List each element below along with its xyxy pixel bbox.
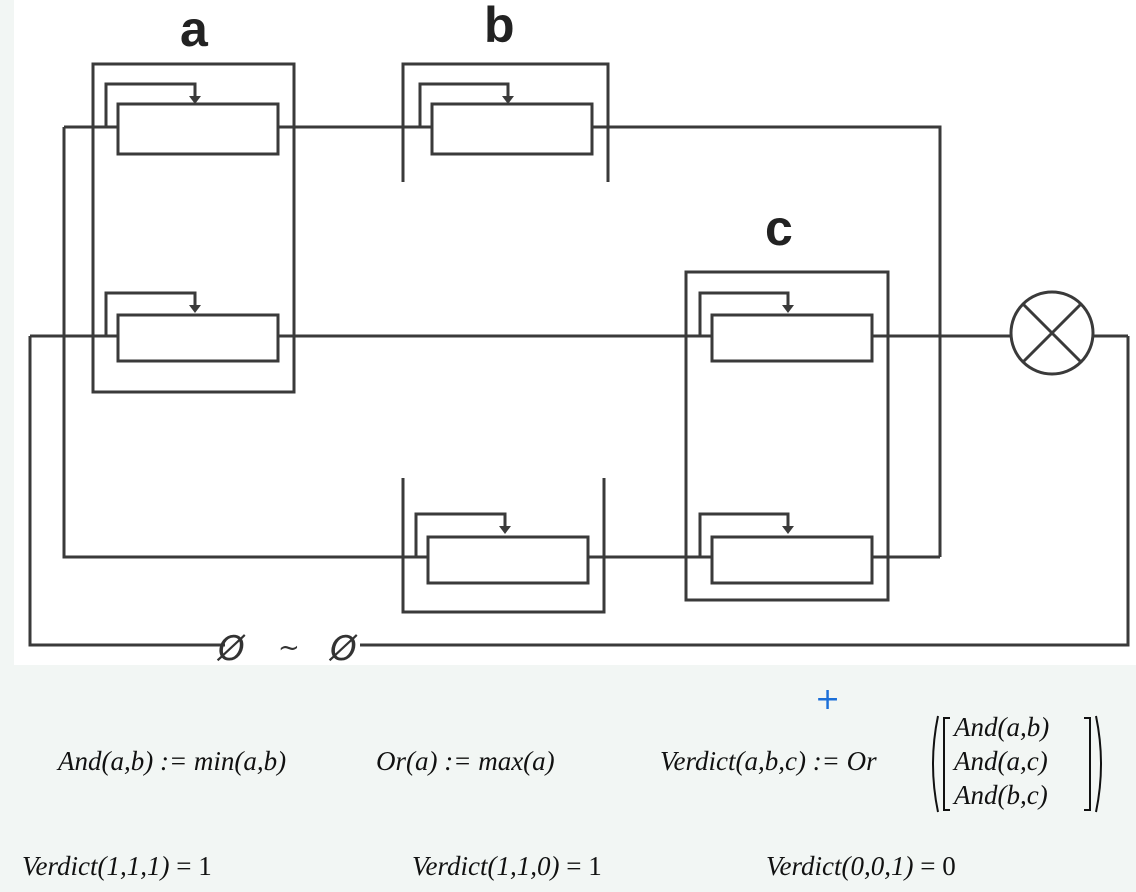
result-2: Verdict(1,1,0) = 1: [412, 851, 602, 881]
result-2-expr: Verdict(1,1,0): [412, 851, 560, 881]
arrow-b-top: [502, 96, 514, 104]
result-1-expr: Verdict(1,1,1): [22, 851, 170, 881]
arrow-a-mid: [189, 305, 201, 313]
matrix-row-1: And(a,b): [954, 712, 1050, 742]
arrow-b-bottom: [499, 526, 511, 534]
result-3-value: 0: [942, 851, 956, 881]
result-1-value: 1: [198, 851, 212, 881]
label-c: c: [765, 200, 793, 256]
wiper-b-bottom: [414, 512, 507, 557]
arrow-c-bottom: [782, 526, 794, 534]
source-terminal-right: Ø: [328, 629, 358, 665]
result-3-expr: Verdict(0,0,1): [766, 851, 914, 881]
wiper-c-mid: [698, 291, 790, 336]
or-definition: Or(a) := max(a): [376, 746, 555, 776]
resistor-a-mid: [116, 313, 280, 363]
verdict-definition: Verdict(a,b,c) := Or: [660, 746, 877, 776]
source-tilde: ~: [278, 633, 300, 663]
resistor-c-mid: [710, 313, 874, 363]
wiper-a-mid: [104, 291, 197, 336]
wiper-b-top: [418, 82, 510, 127]
wire-outer-loop: [28, 336, 1130, 647]
matrix-row-3: And(b,c): [954, 780, 1048, 810]
lamp-cross: [1021, 302, 1083, 364]
result-3: Verdict(0,0,1) = 0: [766, 851, 956, 881]
source-terminal-left: Ø: [216, 629, 246, 665]
frame-b-lower: [401, 478, 606, 614]
verdict-matrix-brackets: [932, 715, 1102, 813]
result-2-value: 1: [588, 851, 602, 881]
label-a: a: [180, 1, 209, 57]
wiper-a-top: [104, 82, 197, 127]
frame-b: [401, 62, 610, 182]
and-definition: And(a,b) := min(a,b): [58, 746, 287, 776]
crosshair-icon: +: [815, 682, 841, 717]
matrix-row-2: And(a,c): [954, 746, 1048, 776]
wire-left-inner: [62, 127, 428, 559]
frame-c: [684, 270, 890, 602]
result-1: Verdict(1,1,1) = 1: [22, 851, 212, 881]
arrow-c-mid: [782, 305, 794, 313]
resistor-b-top: [430, 102, 594, 156]
frame-a: [91, 62, 296, 394]
label-b: b: [484, 0, 515, 53]
arrow-a-top: [189, 96, 201, 104]
resistor-a-top: [116, 102, 280, 156]
wire-top: [64, 125, 942, 557]
wiper-c-bottom: [698, 512, 790, 557]
circuit-diagram: a b c Ø ~ Ø: [14, 0, 1136, 665]
resistor-c-bottom: [710, 535, 874, 585]
resistor-b-bottom: [426, 535, 590, 585]
lamp-icon: [1009, 290, 1095, 376]
diagram-background: [14, 0, 1136, 665]
